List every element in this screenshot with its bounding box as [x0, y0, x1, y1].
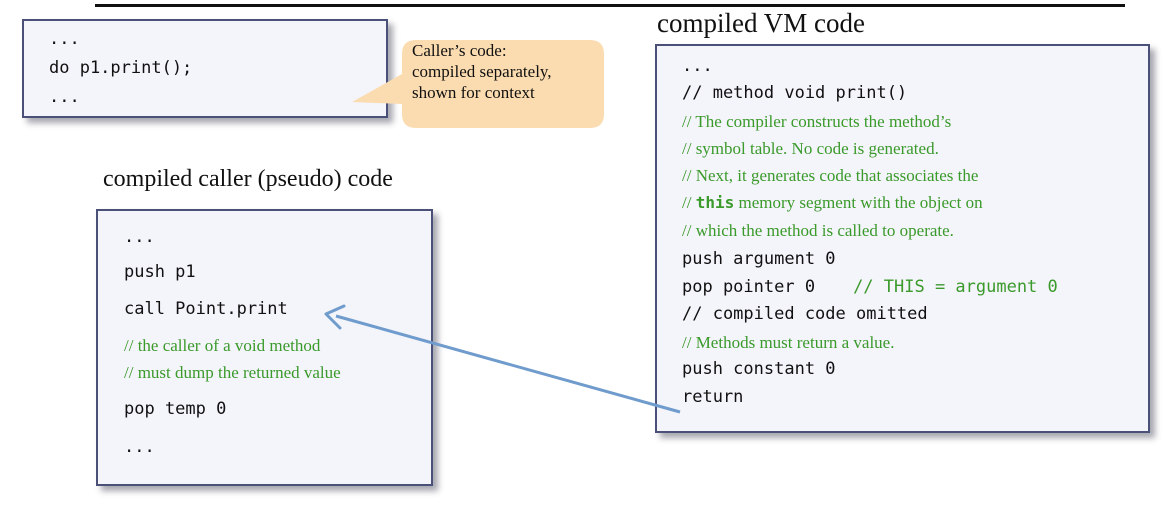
code-line: push p1 [124, 262, 196, 282]
comment-line: // symbol table. No code is generated. [682, 139, 939, 158]
compiled-caller-heading: compiled caller (pseudo) code [103, 166, 393, 192]
comment-line: // this memory segment with the object o… [682, 193, 983, 213]
compiled-vm-heading: compiled VM code [657, 8, 865, 38]
comment-line: // Methods must return a value. [682, 333, 895, 352]
code-line: push constant 0 [682, 359, 836, 379]
code-line: pop temp 0 [124, 399, 227, 419]
code-text: pop pointer 0 [682, 277, 816, 297]
code-line: // compiled code omitted [682, 304, 928, 324]
code-line: push argument 0 [682, 249, 836, 269]
code-line: return [682, 387, 744, 407]
top-rule [95, 4, 1125, 7]
comment-line: // which the method is called to operate… [682, 221, 954, 240]
callout-line: Caller’s code: [412, 41, 507, 60]
comment-prefix: // [682, 193, 696, 212]
vm-code-box: ... // method void print() // The compil… [655, 44, 1150, 433]
code-line: ... [124, 227, 155, 247]
callout-bubble [352, 40, 604, 128]
comment-line: // the caller of a void method [124, 336, 321, 355]
compiled-caller-box: ... push p1 call Point.print // the call… [96, 209, 433, 486]
code-line: ... [49, 87, 80, 107]
comment-line: // Next, it generates code that associat… [682, 166, 979, 185]
comment-text: memory segment with the object on [734, 193, 983, 212]
code-line: do p1.print(); [49, 58, 193, 78]
inline-comment: // THIS = argument 0 [853, 277, 1058, 297]
callout-line: shown for context [412, 83, 535, 102]
comment-line: // must dump the returned value [124, 363, 341, 382]
callout-line: compiled separately, [412, 62, 552, 81]
code-line: pop pointer 0 // THIS = argument 0 [682, 277, 1058, 297]
code-line: ... [682, 56, 713, 76]
code-line: ... [49, 29, 80, 49]
code-line-method-signature: // method void print() [682, 83, 908, 103]
this-keyword: this [695, 193, 735, 212]
caller-code-box: ... do p1.print(); ... [22, 19, 388, 118]
comment-line: // The compiler constructs the method’s [682, 112, 952, 131]
callout-text: Caller’s code: compiled separately, show… [412, 40, 612, 103]
code-line: ... [124, 437, 155, 457]
code-line-call-point-print: call Point.print [124, 299, 288, 319]
